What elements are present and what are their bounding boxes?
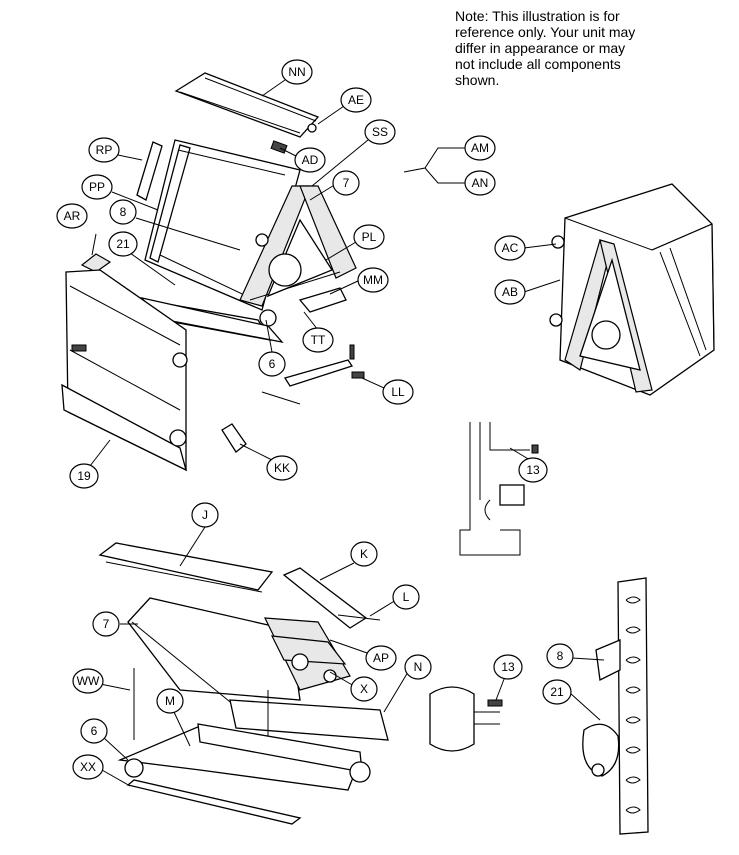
callout-tt-label: TT [311, 333, 326, 347]
callout-7-upper: 7 [332, 170, 360, 196]
pipe-detail-a [459, 422, 539, 556]
callout-6-upper-label: 6 [269, 357, 276, 371]
callout-n: N [404, 654, 432, 680]
callout-l: L [392, 584, 420, 610]
callout-7-lower: 7 [92, 611, 120, 637]
callout-nn-label: NN [288, 65, 305, 79]
callout-7-upper-label: 7 [343, 176, 350, 190]
callout-21-upper-label: 21 [116, 237, 130, 251]
callout-j: J [191, 502, 219, 528]
callout-rp-label: RP [96, 143, 113, 157]
small-bracket-part [221, 423, 247, 453]
coil-section-part [264, 617, 351, 691]
callout-13-upper: 13 [518, 457, 548, 483]
callout-pp-label: PP [89, 180, 105, 194]
callout-pl: PL [353, 224, 385, 250]
callout-ad: AD [294, 147, 326, 173]
callout-am: AM [464, 135, 496, 161]
callout-ww-label: WW [77, 674, 100, 688]
callout-kk-label: KK [274, 461, 290, 475]
top-rail-part [174, 72, 320, 154]
callout-19: 19 [69, 463, 99, 489]
callout-ae-label: AE [348, 93, 364, 107]
callout-kk: KK [266, 455, 298, 481]
coil-panel-part [127, 597, 301, 701]
callout-rp: RP [88, 137, 120, 163]
pipe-detail-b [429, 686, 503, 752]
callout-ar: AR [56, 203, 88, 229]
callout-k: K [350, 541, 378, 567]
bracket-part [261, 344, 365, 405]
callout-6-upper: 6 [258, 351, 286, 377]
coil-slab-detail [582, 577, 649, 835]
callout-an-label: AN [472, 176, 489, 190]
callout-ab: AB [494, 279, 526, 305]
callout-6-lower: 6 [80, 718, 108, 744]
reference-note: Note: This illustration is for reference… [455, 8, 725, 88]
callout-nn: NN [281, 59, 313, 85]
callout-m: M [156, 688, 184, 714]
callout-ac: AC [494, 235, 526, 261]
callout-xx: XX [72, 754, 104, 780]
callout-ae: AE [340, 87, 372, 113]
callout-21-lower-label: 21 [550, 685, 564, 699]
callout-mm-label: MM [363, 273, 383, 287]
callout-pl-label: PL [362, 230, 377, 244]
callout-n-label: N [414, 660, 423, 674]
front-panel-part [61, 269, 188, 472]
bottom-strip-part [126, 779, 302, 825]
callout-ss: SS [364, 119, 396, 145]
callout-ww: WW [72, 668, 104, 694]
callout-tt: TT [302, 327, 334, 353]
callout-m-label: M [165, 694, 175, 708]
callout-21-lower: 21 [542, 679, 572, 705]
upper-assembly [61, 72, 365, 472]
callout-21-upper: 21 [108, 231, 138, 257]
callout-x-label: X [360, 682, 368, 696]
callout-8-upper: 8 [109, 199, 137, 225]
lower-assembly [98, 542, 389, 825]
callout-7-lower-label: 7 [103, 617, 110, 631]
callout-ad-label: AD [302, 153, 319, 167]
a-coil-part [239, 185, 357, 327]
callout-am-label: AM [471, 141, 489, 155]
callout-8-upper-label: 8 [120, 205, 127, 219]
leader-lines [89, 79, 605, 787]
callout-ab-label: AB [502, 285, 518, 299]
callout-ll-label: LL [391, 385, 405, 399]
callout-ap: AP [365, 645, 397, 671]
callout-13-lower: 13 [493, 654, 523, 680]
callout-ap-label: AP [373, 651, 389, 665]
base-pan-part [117, 723, 371, 791]
callout-ll: LL [382, 379, 414, 405]
callout-xx-label: XX [80, 760, 96, 774]
callout-j-label: J [202, 508, 208, 522]
callout-6-lower-label: 6 [91, 724, 98, 738]
note-line-3: differ in appearance or may [455, 40, 626, 56]
callout-13-upper-label: 13 [526, 463, 540, 477]
side-strip-part [136, 141, 163, 201]
note-line-1: Note: This illustration is for [455, 8, 620, 24]
callout-l-label: L [403, 590, 410, 604]
callout-ss-label: SS [372, 125, 388, 139]
top-plate-part [98, 542, 274, 591]
note-line-4: not include all components [455, 56, 621, 72]
callout-x: X [350, 676, 378, 702]
callout-19-label: 19 [77, 469, 91, 483]
callout-8-lower: 8 [546, 643, 574, 669]
callout-k-label: K [360, 547, 368, 561]
assembled-coil [549, 183, 715, 396]
callout-ar-label: AR [64, 209, 81, 223]
callout-13-lower-label: 13 [501, 660, 515, 674]
drain-trough-part [229, 699, 389, 741]
callout-mm: MM [357, 267, 389, 293]
callout-8-lower-label: 8 [557, 649, 564, 663]
callout-ac-label: AC [502, 241, 519, 255]
note-line-2: reference only. Your unit may [455, 24, 636, 40]
clip-part [80, 253, 112, 273]
callout-pp: PP [81, 174, 113, 200]
note-line-5: shown. [455, 72, 500, 88]
callout-an: AN [464, 170, 496, 196]
